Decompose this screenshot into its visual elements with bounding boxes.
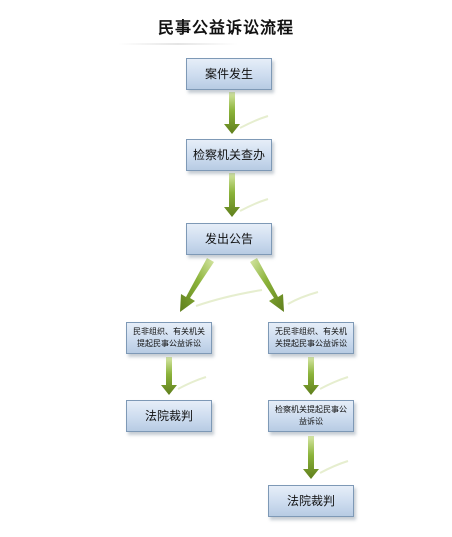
node-org-file-suit-line2: 提起民事公益诉讼 — [137, 339, 201, 348]
arrow-no-org-to-procuratorate-suit — [303, 357, 349, 395]
page-title: 民事公益诉讼流程 — [157, 18, 294, 37]
arrow-investigation-to-notice — [224, 173, 269, 217]
node-issue-notice-label: 发出公告 — [204, 232, 253, 246]
node-court-ruling-right-label: 法院裁判 — [286, 494, 335, 508]
node-procuratorate-file-suit-line1: 检察机关提起民事公 — [275, 405, 347, 414]
node-case-occurs: 案件发生 — [186, 58, 272, 90]
node-no-org-suit-line2: 关提起民事公益诉讼 — [275, 339, 347, 348]
arrow-notice-to-no-org — [250, 258, 319, 312]
node-issue-notice: 发出公告 — [186, 223, 272, 255]
node-no-org-suit-line1: 无民非组织、有关机 — [275, 327, 347, 336]
arrow-notice-to-org-suit — [180, 258, 263, 312]
node-procuratorate-investigation: 检察机关查办 — [186, 139, 272, 171]
node-court-ruling-right: 法院裁判 — [268, 485, 354, 517]
title-underline-decoration — [118, 43, 238, 45]
arrow-procuratorate-suit-to-court-right — [303, 436, 349, 479]
node-court-ruling-left-label: 法院裁判 — [144, 409, 193, 423]
arrow-case-to-investigation — [224, 92, 269, 134]
arrow-org-suit-to-court-left — [161, 357, 207, 395]
node-procuratorate-file-suit-line2: 益诉讼 — [299, 417, 323, 426]
node-org-file-suit: 民非组织、有关机关 提起民事公益诉讼 — [126, 322, 212, 354]
node-procuratorate-file-suit: 检察机关提起民事公 益诉讼 — [268, 400, 354, 432]
node-case-occurs-label: 案件发生 — [204, 67, 253, 81]
node-procuratorate-investigation-label: 检察机关查办 — [192, 148, 265, 162]
node-org-file-suit-line1: 民非组织、有关机关 — [133, 327, 205, 336]
node-no-org-suit: 无民非组织、有关机 关提起民事公益诉讼 — [268, 322, 354, 354]
node-court-ruling-left: 法院裁判 — [126, 400, 212, 432]
